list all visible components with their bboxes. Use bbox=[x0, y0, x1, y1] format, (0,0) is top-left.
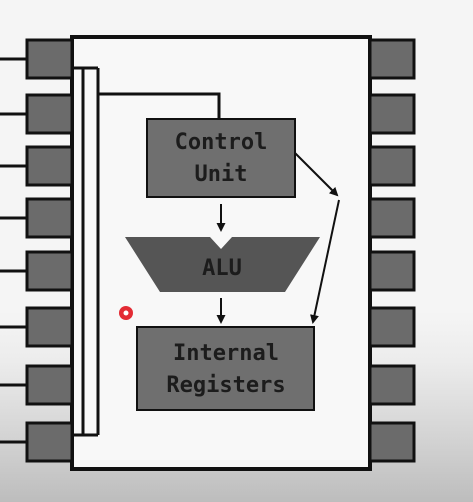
left-pin bbox=[0, 421, 74, 463]
control-unit-label-line1: Control bbox=[175, 130, 268, 155]
left-pin bbox=[0, 145, 74, 187]
right-pin bbox=[368, 93, 416, 135]
left-pin-body bbox=[25, 250, 74, 292]
internal-registers-label-line2: Registers bbox=[166, 373, 285, 398]
left-pin bbox=[0, 93, 74, 135]
right-pin bbox=[368, 250, 416, 292]
control-unit-label-line2: Unit bbox=[195, 162, 248, 187]
arrow-right-to-registers bbox=[310, 199, 340, 324]
left-pin-body bbox=[25, 145, 74, 187]
internal-registers-block: Internal Registers bbox=[136, 326, 315, 411]
arrow-control-to-right bbox=[294, 152, 339, 197]
left-pin-body bbox=[25, 197, 74, 239]
left-pin bbox=[0, 364, 74, 406]
right-pin bbox=[368, 197, 416, 239]
left-pin bbox=[0, 197, 74, 239]
left-pin-body bbox=[25, 421, 74, 463]
red-pointer-dot bbox=[119, 306, 133, 320]
left-pins bbox=[0, 38, 74, 463]
left-pin bbox=[0, 306, 74, 348]
internal-registers-box bbox=[136, 326, 315, 411]
internal-bus bbox=[72, 66, 221, 437]
left-pin-body bbox=[25, 38, 74, 80]
left-pin-body bbox=[25, 364, 74, 406]
control-unit-block: Control Unit bbox=[146, 118, 296, 198]
alu-block: ALU bbox=[125, 237, 320, 292]
control-unit-box bbox=[146, 118, 296, 198]
left-pin bbox=[0, 38, 74, 80]
right-pin bbox=[368, 145, 416, 187]
internal-registers-label-line1: Internal bbox=[173, 341, 279, 366]
flow-arrows bbox=[216, 152, 340, 324]
right-pin bbox=[368, 306, 416, 348]
bus-to-control-unit-wire bbox=[98, 92, 221, 119]
right-pins bbox=[368, 38, 416, 463]
right-pin bbox=[368, 38, 416, 80]
alu-label: ALU bbox=[202, 256, 242, 281]
left-pin bbox=[0, 250, 74, 292]
left-pin-body bbox=[25, 93, 74, 135]
right-pin bbox=[368, 364, 416, 406]
right-pin bbox=[368, 421, 416, 463]
left-pin-body bbox=[25, 306, 74, 348]
alu-shape bbox=[125, 237, 320, 292]
